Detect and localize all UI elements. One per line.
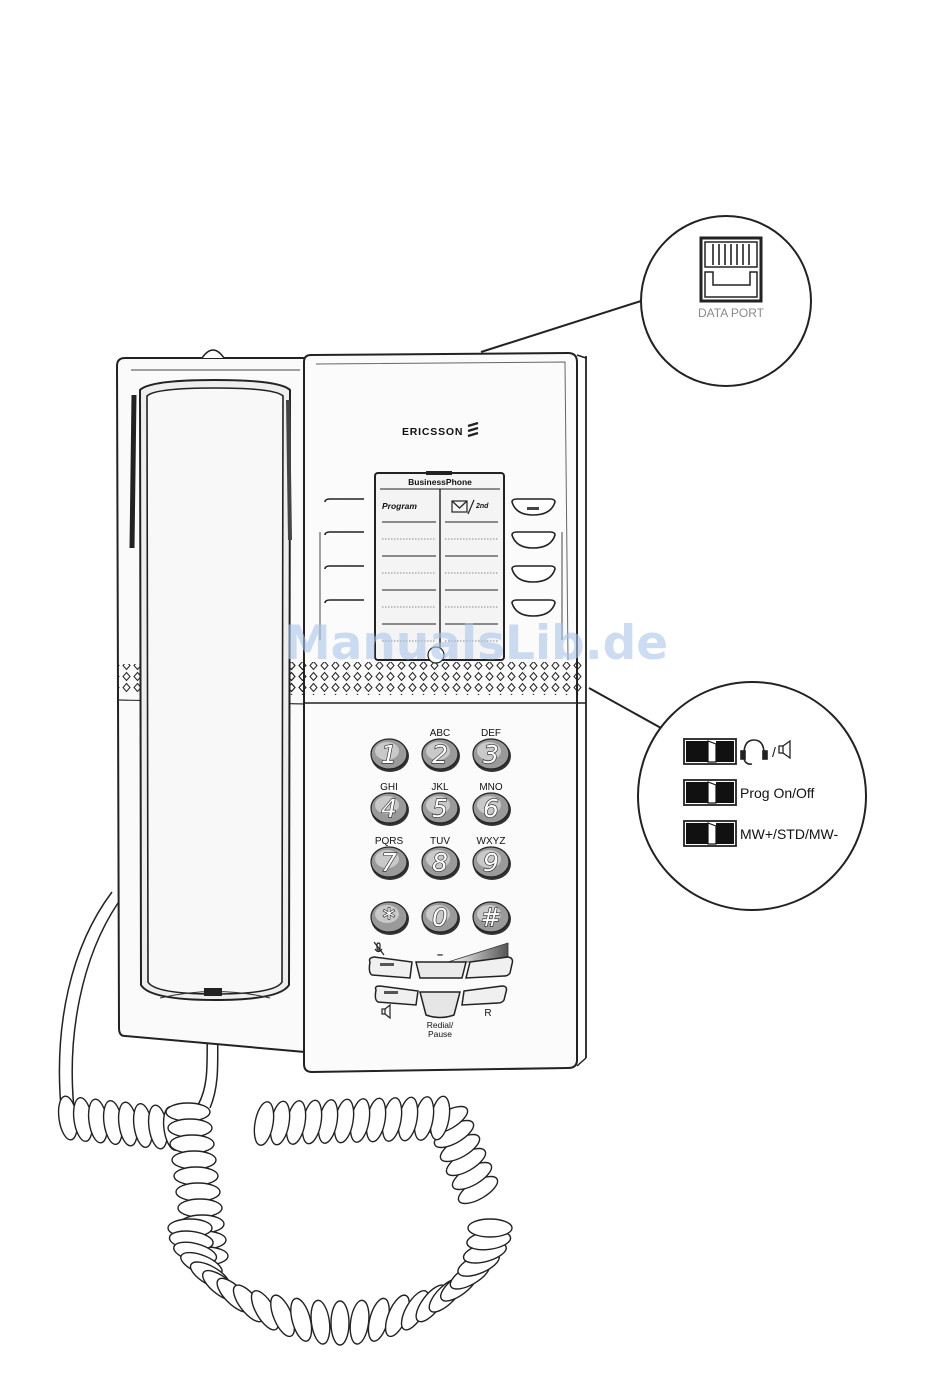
key-8-letters: TUV [430,836,450,847]
key-2-letters: ABC [430,728,451,739]
speaker-button-lamp [384,991,398,994]
key-3-letters: DEF [481,728,501,739]
watermark: ManualsLib.de [284,616,668,671]
pause-label: Pause [428,1029,452,1039]
display-title: BusinessPhone [408,477,472,487]
panel-right-top [577,355,586,358]
switch-mw-icon [684,821,736,846]
cord-coil-12 [174,1167,218,1185]
cord-coil-42 [468,1219,512,1237]
cord-coils [56,1095,512,1345]
data-port-jack-icon [701,238,761,301]
key-4-digit: 4 [381,794,397,823]
handset[interactable] [132,380,290,1000]
key-9-digit: 9 [483,848,499,877]
cord-socket [204,988,222,996]
cord-coil-29 [309,1299,333,1345]
key-star-digit: * [383,903,396,932]
key-5-letters: JKL [431,782,449,793]
cord-coil-13 [176,1183,220,1201]
data-port-leader-line [481,301,641,352]
key-hash-digit: # [481,903,502,932]
switch-headset-speaker-icon [684,739,736,764]
hook-bump [202,350,224,358]
cord-coil-9 [168,1119,212,1137]
key-7-letters: PQRS [375,836,404,847]
key-7-digit: 7 [381,848,397,877]
cord-coil-11 [172,1151,216,1169]
function-key-lamp [527,507,539,510]
key-5-digit: 5 [432,794,448,823]
switch-leader-line [589,688,661,728]
key-2-digit: 2 [432,740,448,769]
cord-coil-30 [331,1301,349,1345]
front-panel: ERICSSON BusinessPhone Program 2nd [290,353,586,1072]
handset-left-groove [132,395,134,548]
mute-button-lamp [380,963,394,966]
handset-body [147,388,283,994]
cord-left-line-inner [72,903,118,1118]
key-8-digit: 8 [432,848,448,877]
switch-callout: / Prog On/Off MW+/STD/MW- [589,682,866,910]
volume-button[interactable] [416,962,466,978]
display-title-bar [426,471,452,475]
key-3-digit: 3 [483,740,499,769]
switch-prog-icon [684,780,736,805]
handset-right-groove [288,400,290,540]
data-port-label: DATA PORT [698,306,765,320]
key-0-digit: 0 [432,903,448,932]
r-label: R [484,1008,491,1019]
brand-logo-text: ERICSSON [402,426,463,438]
volume-minus-label: – [437,949,443,961]
key-1-digit: 1 [381,740,397,769]
redial-pause-button[interactable] [420,992,460,1018]
switch-icons [684,739,736,846]
cord-coil-10 [170,1135,214,1153]
cord-coil-31 [348,1299,372,1345]
cord-coil-8 [166,1103,210,1121]
headset-speaker-separator: / [772,744,776,760]
key-4-letters: GHI [380,782,398,793]
cord-coil-14 [178,1199,222,1217]
key-9-letters: WXYZ [477,836,506,847]
panel-right-bottom [577,1058,586,1066]
display-right-header: 2nd [475,503,489,510]
mw-std-label: MW+/STD/MW- [740,826,838,842]
display-left-header: Program [382,501,417,511]
prog-on-off-label: Prog On/Off [740,785,815,801]
key-6-letters: MNO [479,782,503,793]
key-6-digit: 6 [483,794,499,823]
